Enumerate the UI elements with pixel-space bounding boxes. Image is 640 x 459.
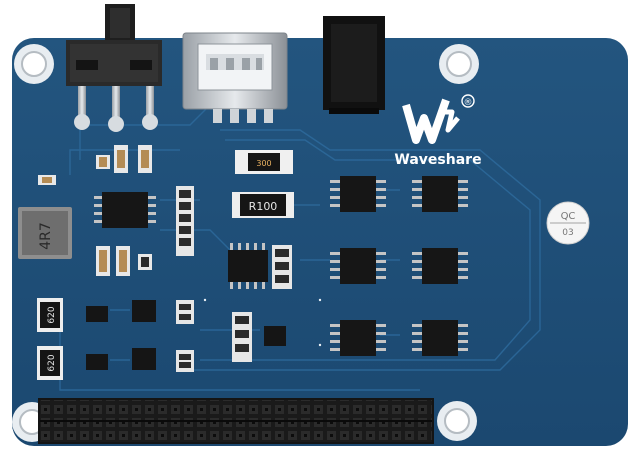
mounting-holes — [12, 44, 479, 442]
center-ic — [228, 243, 292, 289]
chip-1 — [330, 176, 386, 212]
resistor-array-left — [176, 186, 194, 256]
silkscreen-dots — [203, 298, 322, 347]
sot-transistors — [86, 300, 286, 372]
resistor-620-top-label: 620 — [47, 306, 57, 323]
usb-a-connector — [182, 32, 288, 123]
resistor-620-top: 620 — [37, 298, 63, 332]
qc-label-line2: 03 — [562, 228, 573, 238]
chip-3 — [330, 248, 386, 284]
qc-label-line1: QC — [561, 211, 576, 222]
chip-grid — [330, 176, 468, 356]
brand-name: Waveshare — [394, 152, 481, 168]
smd-capacitors-mid — [96, 246, 152, 276]
resistor-r100: R100 — [232, 192, 294, 218]
smd-capacitors-top — [38, 145, 152, 185]
waveshare-logo: ® Waveshare — [394, 94, 482, 168]
gpio-header — [38, 398, 434, 444]
pcb-board — [12, 38, 628, 446]
resistor-620-bottom: 620 — [37, 346, 63, 380]
chip-5 — [330, 320, 386, 356]
resistor-300: 300 — [235, 150, 293, 174]
resistor-620-bottom-label: 620 — [47, 354, 57, 371]
registered-mark-circle — [461, 94, 475, 108]
chip-2 — [412, 176, 468, 212]
slide-switch — [66, 4, 162, 132]
dc-barrel-jack — [323, 16, 385, 114]
inductor-4r7: 4R7 — [18, 207, 72, 259]
registered-mark: ® — [464, 98, 473, 108]
resistor-300-label: 300 — [256, 159, 271, 168]
resistor-r100-label: R100 — [249, 200, 278, 213]
chip-6 — [412, 320, 468, 356]
power-ic — [94, 192, 156, 228]
qc-sticker: QC 03 — [546, 201, 590, 245]
chip-4 — [412, 248, 468, 284]
inductor-4r7-label: 4R7 — [38, 222, 54, 250]
